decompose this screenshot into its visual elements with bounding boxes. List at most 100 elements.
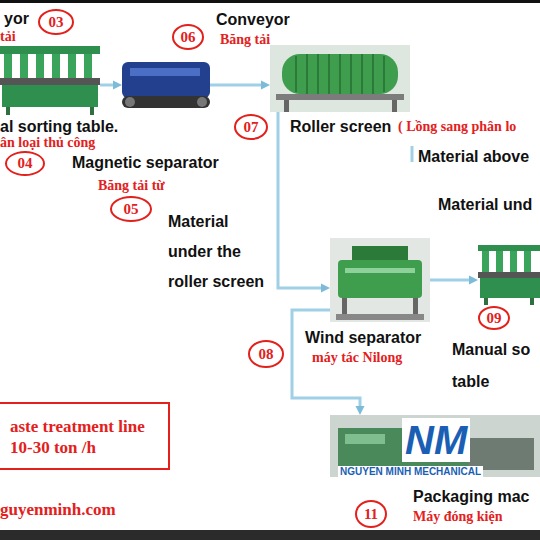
label-text: yor: [4, 9, 29, 28]
callout-circle: 07: [234, 114, 268, 140]
machine-name-vi: Máy đóng kiện: [413, 508, 502, 525]
machine-name: Packaging mac: [413, 487, 530, 506]
table-post: [52, 54, 60, 78]
machine-name-vi: ân loại thủ công: [0, 134, 95, 151]
text-holder: Conveyor: [216, 10, 290, 29]
text-holder: Wind separator: [305, 328, 421, 347]
roller-frame: [276, 94, 404, 100]
flow-line: [278, 112, 322, 288]
magnet-wheel: [197, 97, 207, 107]
table-hood: [478, 245, 540, 251]
label-text: NGUYEN MINH MECHANICAL: [338, 466, 483, 478]
text-holder: Băng tải: [220, 31, 270, 48]
label-text: Material und: [438, 195, 532, 214]
callout-circle: 04: [5, 151, 45, 176]
label-text: Material under the roller screen: [168, 207, 272, 297]
table-leg: [6, 107, 10, 115]
baler-panel: [345, 434, 385, 444]
arrow-head: [113, 81, 122, 90]
text-holder: NGUYEN MINH MECHANICAL: [338, 466, 483, 478]
machine-box: Wind separatormáy tác Nilong: [330, 238, 430, 322]
text-holder: máy tác Nilong: [312, 349, 402, 366]
frame-bar: [0, 530, 540, 540]
table-body: [480, 278, 540, 298]
baler-ground: [330, 415, 540, 477]
table-hood: [0, 46, 100, 54]
flow-arrow: [430, 276, 478, 285]
table-leg: [530, 298, 534, 305]
arrow-head: [356, 406, 365, 415]
magnet-wheel: [125, 97, 135, 107]
arrow-head: [321, 284, 330, 293]
table-post: [68, 54, 76, 78]
callout-circle: 05: [110, 196, 152, 222]
callout-number: 07: [244, 119, 259, 136]
table-leg: [484, 298, 488, 305]
callout-number: 05: [124, 201, 139, 218]
callout-circle: 09: [478, 306, 510, 330]
arrow-head: [469, 276, 478, 285]
callout-circle: 06: [172, 24, 204, 50]
table-post: [84, 54, 92, 78]
text-holder: ân loại thủ công: [0, 134, 95, 151]
text-holder: Material under the roller screen: [168, 207, 272, 297]
text-holder: Packaging mac: [413, 487, 530, 506]
text-holder: Roller screen: [290, 117, 391, 136]
label-text: Băng tải: [220, 31, 270, 48]
table-post: [510, 251, 517, 272]
table-post: [524, 251, 531, 272]
frame-bar: [0, 0, 540, 3]
machine-box: al sorting table.ân loại thủ công: [0, 46, 100, 115]
machine-box: Manual so table: [478, 245, 540, 305]
text-holder: NM: [402, 418, 470, 462]
label-text: tải: [0, 28, 16, 45]
table-post: [20, 54, 28, 78]
label-text: Conveyor: [216, 10, 290, 29]
machine-name: Magnetic separator: [72, 153, 219, 172]
text-holder: yor: [4, 9, 29, 28]
machine-name-vi: Băng tải từ: [98, 177, 165, 194]
text-holder: al sorting table.: [0, 117, 118, 136]
info-text: aste treatment line 10-30 ton /h: [10, 416, 166, 458]
text-holder: Manual so table: [452, 334, 538, 398]
magnet-belt: [122, 96, 210, 108]
machine-box: Magnetic separatorBăng tải từ: [122, 58, 210, 110]
callout-number: 03: [49, 14, 64, 31]
text-holder: guyenminh.com: [0, 500, 116, 520]
label-text: Material above: [418, 147, 529, 166]
machine-name: Roller screen: [290, 117, 391, 136]
label-text: guyenminh.com: [0, 500, 116, 520]
wind-leg: [342, 298, 347, 316]
wind-leg: [413, 298, 418, 316]
text-holder: Máy đóng kiện: [413, 508, 502, 525]
table-post: [482, 251, 489, 272]
callout-number: 06: [181, 29, 196, 46]
info-box: aste treatment line 10-30 ton /h: [0, 402, 170, 470]
machine-name: Wind separator: [305, 328, 421, 347]
magnet-body: [122, 62, 210, 98]
table-belt: [0, 78, 100, 85]
callout-number: 09: [487, 310, 502, 327]
table-post: [36, 54, 44, 78]
callout-number: 08: [259, 346, 274, 363]
flow-arrow: [210, 81, 270, 90]
callout-circle: 08: [248, 340, 284, 368]
table-belt: [478, 272, 540, 278]
label-text: NM: [402, 418, 470, 462]
flow-line: [210, 84, 262, 87]
flow-arrow: [100, 81, 122, 90]
callout-number: 11: [364, 506, 378, 523]
callout-circle: 11: [355, 500, 387, 528]
wind-base: [336, 314, 424, 320]
flow-line: [430, 279, 470, 282]
machine-box: Roller screen( Lồng sang phân lo: [270, 45, 410, 112]
text-holder: ( Lồng sang phân lo: [398, 118, 516, 135]
machine-name: al sorting table.: [0, 117, 118, 136]
magnet-stripe: [130, 68, 200, 76]
roller-leg: [392, 100, 397, 112]
roller-ground: [270, 45, 410, 112]
roller-ribs: [296, 54, 384, 94]
wind-ground: [330, 238, 430, 322]
text-holder: Material above: [418, 147, 529, 166]
